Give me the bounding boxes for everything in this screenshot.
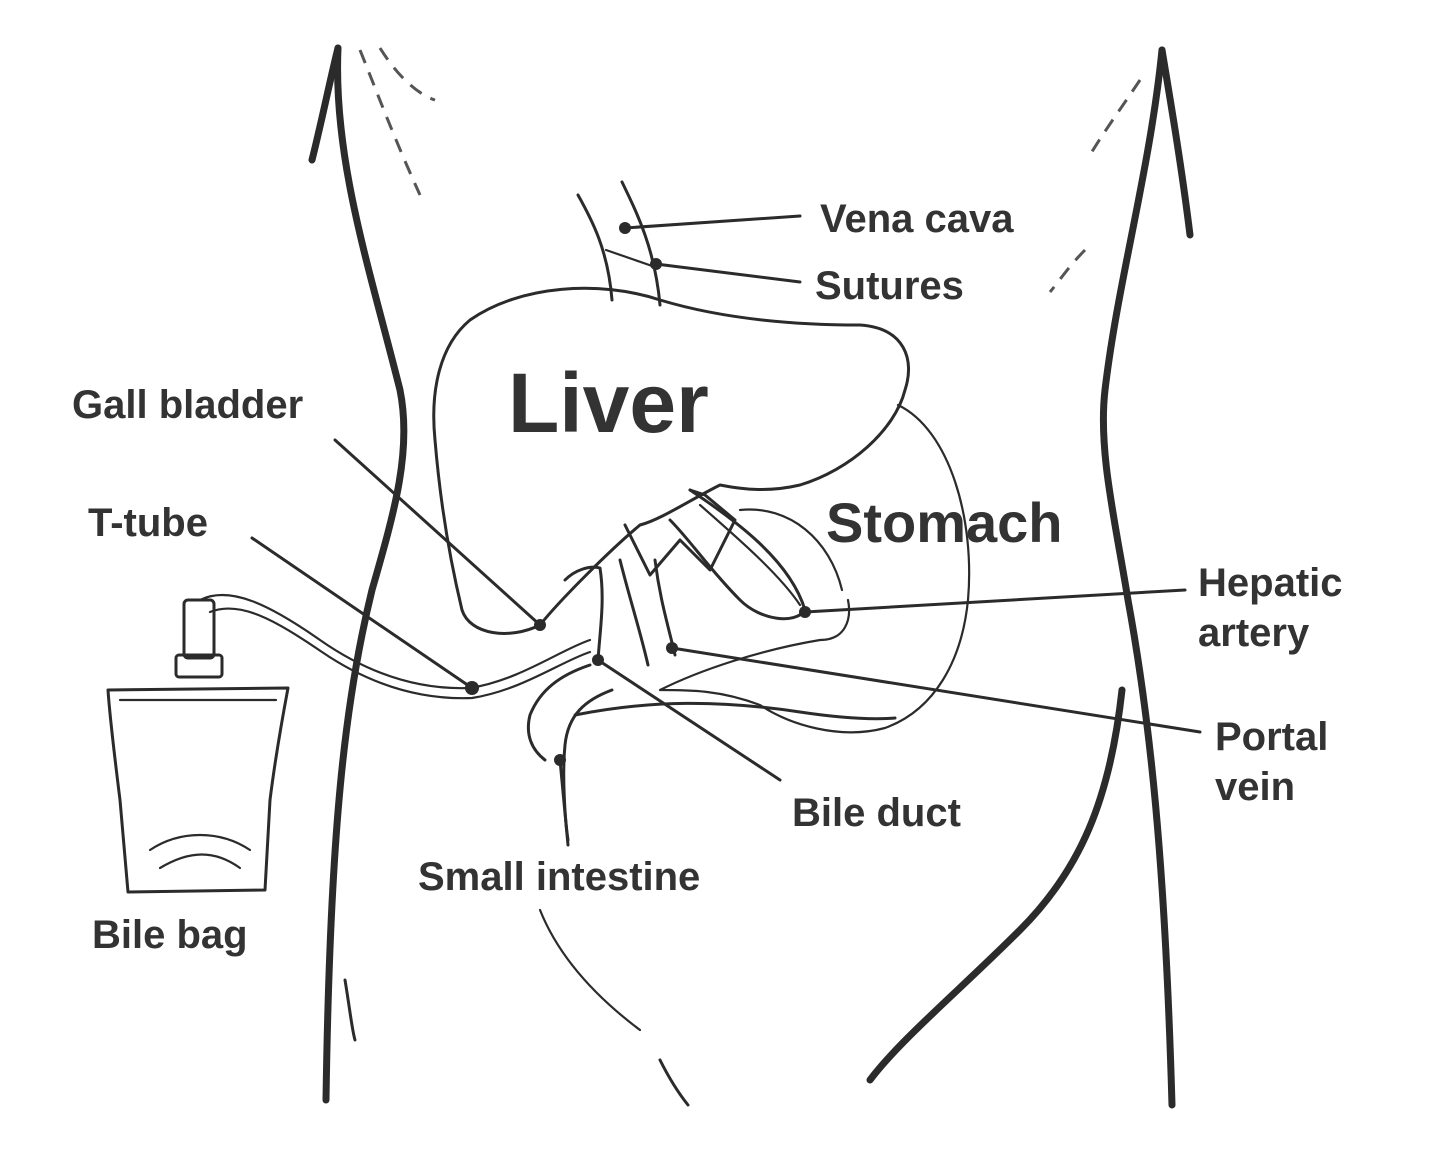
torso-bottom-left-stroke bbox=[343, 978, 357, 1042]
vena-cava-vessel bbox=[576, 180, 662, 307]
label-sutures: Sutures bbox=[815, 264, 964, 308]
torso-left-dashes bbox=[358, 49, 422, 196]
label-hepatic-artery-line2: artery bbox=[1198, 611, 1310, 655]
label-small-intestine: Small intestine bbox=[418, 855, 700, 899]
intestine-loop bbox=[526, 663, 897, 1107]
vessel-column-far bbox=[653, 558, 677, 657]
leader-bile-duct-dot bbox=[592, 654, 604, 666]
leader-sutures bbox=[654, 262, 802, 284]
leader-bile-duct bbox=[596, 658, 782, 782]
t-tube-inner bbox=[208, 607, 592, 700]
bile-bag-cap bbox=[174, 653, 224, 679]
intestine-upper-wall bbox=[526, 663, 592, 762]
leader-portal-vein-dot bbox=[666, 642, 678, 654]
leader-small-intestine-dot bbox=[554, 754, 566, 766]
hepatic-artery-inner bbox=[698, 503, 802, 607]
leader-portal-vein bbox=[670, 646, 1202, 734]
vena-cava-left-wall bbox=[576, 193, 614, 302]
leader-vena-cava bbox=[623, 214, 802, 230]
label-portal-vein-line1: Portal bbox=[1215, 715, 1328, 759]
leader-t-tube-dot bbox=[465, 681, 479, 695]
vessel-zigzag bbox=[623, 488, 737, 577]
label-stomach: Stomach bbox=[826, 491, 1063, 554]
portal-vein-vessel bbox=[573, 701, 897, 721]
leader-gall-bladder-dot bbox=[534, 619, 546, 631]
bile-bag-nozzle bbox=[182, 598, 216, 660]
hepatic-artery-vessel bbox=[668, 488, 807, 621]
small-intestine-curve bbox=[538, 908, 642, 1032]
leader-lines bbox=[250, 214, 1202, 847]
leader-gall-bladder bbox=[333, 438, 542, 627]
stomach-shape bbox=[658, 403, 971, 734]
vessel-column-left bbox=[563, 565, 604, 662]
diagram-labels: Vena cava Sutures Liver Gall bladder T-t… bbox=[72, 197, 1343, 957]
vena-cava-suture-band bbox=[604, 248, 660, 270]
t-tube bbox=[198, 593, 592, 690]
vessel-column-right bbox=[618, 558, 650, 667]
label-portal-vein-line2: vein bbox=[1215, 765, 1295, 809]
leader-t-tube bbox=[250, 536, 474, 690]
label-bile-bag: Bile bag bbox=[92, 913, 248, 957]
torso-right-dashes bbox=[1088, 79, 1142, 156]
label-vena-cava: Vena cava bbox=[820, 197, 1014, 241]
label-hepatic-artery-line1: Hepatic bbox=[1198, 561, 1343, 605]
vena-cava-right-wall bbox=[620, 180, 662, 307]
label-bile-duct: Bile duct bbox=[792, 791, 961, 835]
label-gall-bladder: Gall bladder bbox=[72, 383, 303, 427]
torso-left-arm-edge bbox=[308, 44, 342, 164]
label-t-tube: T-tube bbox=[88, 501, 208, 545]
torso-right-dashes-2 bbox=[1048, 248, 1087, 293]
leader-vena-cava-dot bbox=[619, 222, 631, 234]
torso-right-arm-edge bbox=[1158, 46, 1194, 239]
stomach-inner-curve bbox=[738, 508, 844, 592]
bile-bag bbox=[106, 598, 290, 894]
leader-small-intestine bbox=[558, 758, 570, 847]
leader-sutures-dot bbox=[650, 258, 662, 270]
torso-right-inner-curve bbox=[866, 686, 1126, 1084]
small-intestine-tail bbox=[658, 1058, 690, 1107]
label-liver: Liver bbox=[508, 356, 709, 450]
liver-shape bbox=[432, 286, 910, 635]
bile-bag-fluid bbox=[148, 834, 252, 870]
leader-hepatic-artery bbox=[803, 588, 1187, 614]
bile-bag-body bbox=[106, 686, 290, 894]
leader-hepatic-artery-dot bbox=[799, 606, 811, 618]
torso-left-dashes-2 bbox=[378, 47, 436, 102]
torso-outline bbox=[308, 44, 1194, 1109]
torso-left-side bbox=[322, 44, 408, 1104]
vessel-bundle bbox=[563, 488, 807, 667]
torso-right-side bbox=[1099, 46, 1176, 1109]
